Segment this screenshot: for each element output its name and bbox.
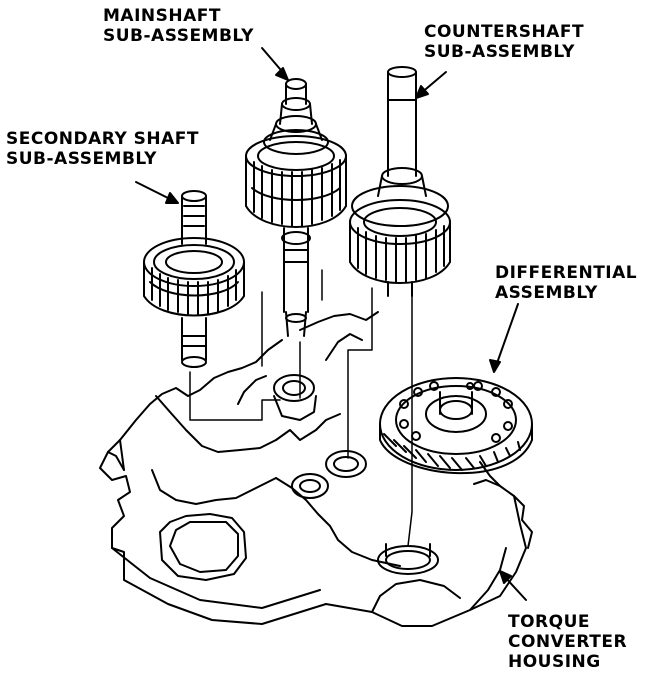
label-line: CONVERTER (508, 632, 628, 652)
label-torque-converter-housing: TORQUE CONVERTER HOUSING (508, 612, 627, 672)
label-line: SUB-ASSEMBLY (424, 42, 575, 62)
label-differential-assembly: DIFFERENTIAL ASSEMBLY (495, 263, 637, 303)
differential-assembly (379, 377, 533, 475)
leader-arrows (135, 47, 527, 601)
label-line: MAINSHAFT (103, 6, 221, 26)
label-line: ASSEMBLY (495, 283, 598, 303)
countershaft-sub-assembly (349, 66, 451, 297)
alignment-lines (189, 269, 413, 547)
label-line: SUB-ASSEMBLY (103, 26, 254, 46)
label-line: SUB-ASSEMBLY (6, 149, 157, 169)
label-secondary-shaft-sub-assembly: SECONDARY SHAFT SUB-ASSEMBLY (6, 129, 199, 169)
secondary-shaft-sub-assembly (143, 190, 245, 368)
mainshaft-sub-assembly (245, 78, 347, 337)
torque-converter-housing (99, 311, 533, 627)
label-line: TORQUE (508, 612, 591, 632)
label-countershaft-sub-assembly: COUNTERSHAFT SUB-ASSEMBLY (424, 22, 584, 62)
label-line: COUNTERSHAFT (424, 22, 585, 42)
label-mainshaft-sub-assembly: MAINSHAFT SUB-ASSEMBLY (103, 6, 254, 46)
label-line: DIFFERENTIAL (495, 263, 638, 283)
label-line: HOUSING (508, 652, 601, 672)
label-line: SECONDARY SHAFT (6, 129, 200, 149)
